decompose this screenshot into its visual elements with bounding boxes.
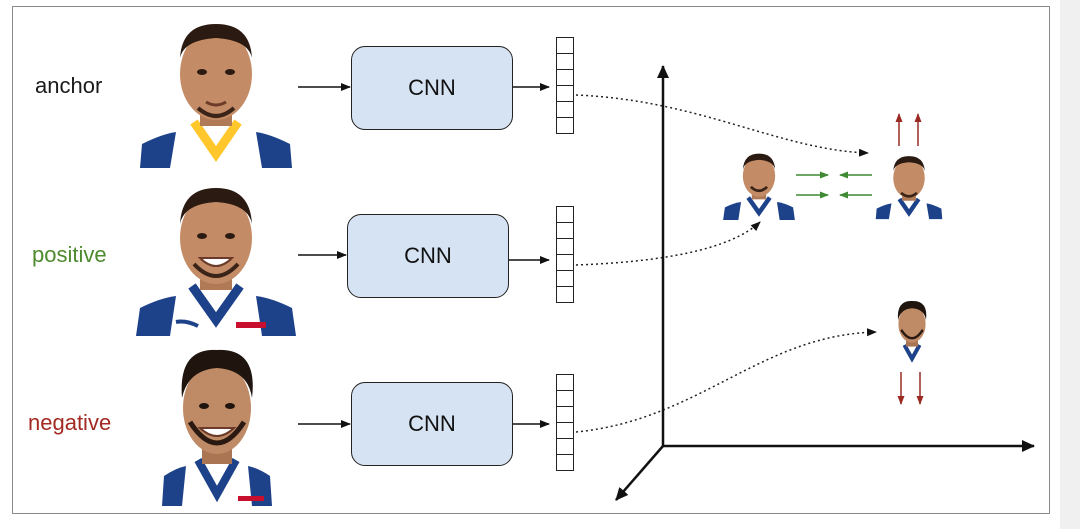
mapping-curve-anchor: [575, 94, 869, 157]
positive-label: positive: [32, 242, 107, 267]
negative-photo: [162, 344, 272, 506]
embedded-positive-photo: [723, 150, 795, 220]
embedded-anchor-photo: [874, 150, 944, 220]
embedding-vector-anchor: [556, 37, 574, 134]
embedding-vector-negative: [556, 374, 574, 471]
mapping-curve-positive: [575, 221, 761, 266]
embedded-negative-photo: [890, 297, 934, 365]
window-edge: [1060, 0, 1080, 529]
mapping-curve-negative: [575, 328, 877, 433]
anchor-photo: [136, 12, 296, 168]
embedding-vector-positive: [556, 206, 574, 303]
cnn-box-positive: CNN: [347, 214, 509, 298]
cnn-box-anchor: CNN: [351, 46, 513, 130]
positive-photo: [136, 180, 296, 336]
axis-depth: [615, 445, 664, 501]
anchor-label: anchor: [35, 73, 103, 98]
negative-label: negative: [28, 410, 112, 435]
cnn-box-negative: CNN: [351, 382, 513, 466]
